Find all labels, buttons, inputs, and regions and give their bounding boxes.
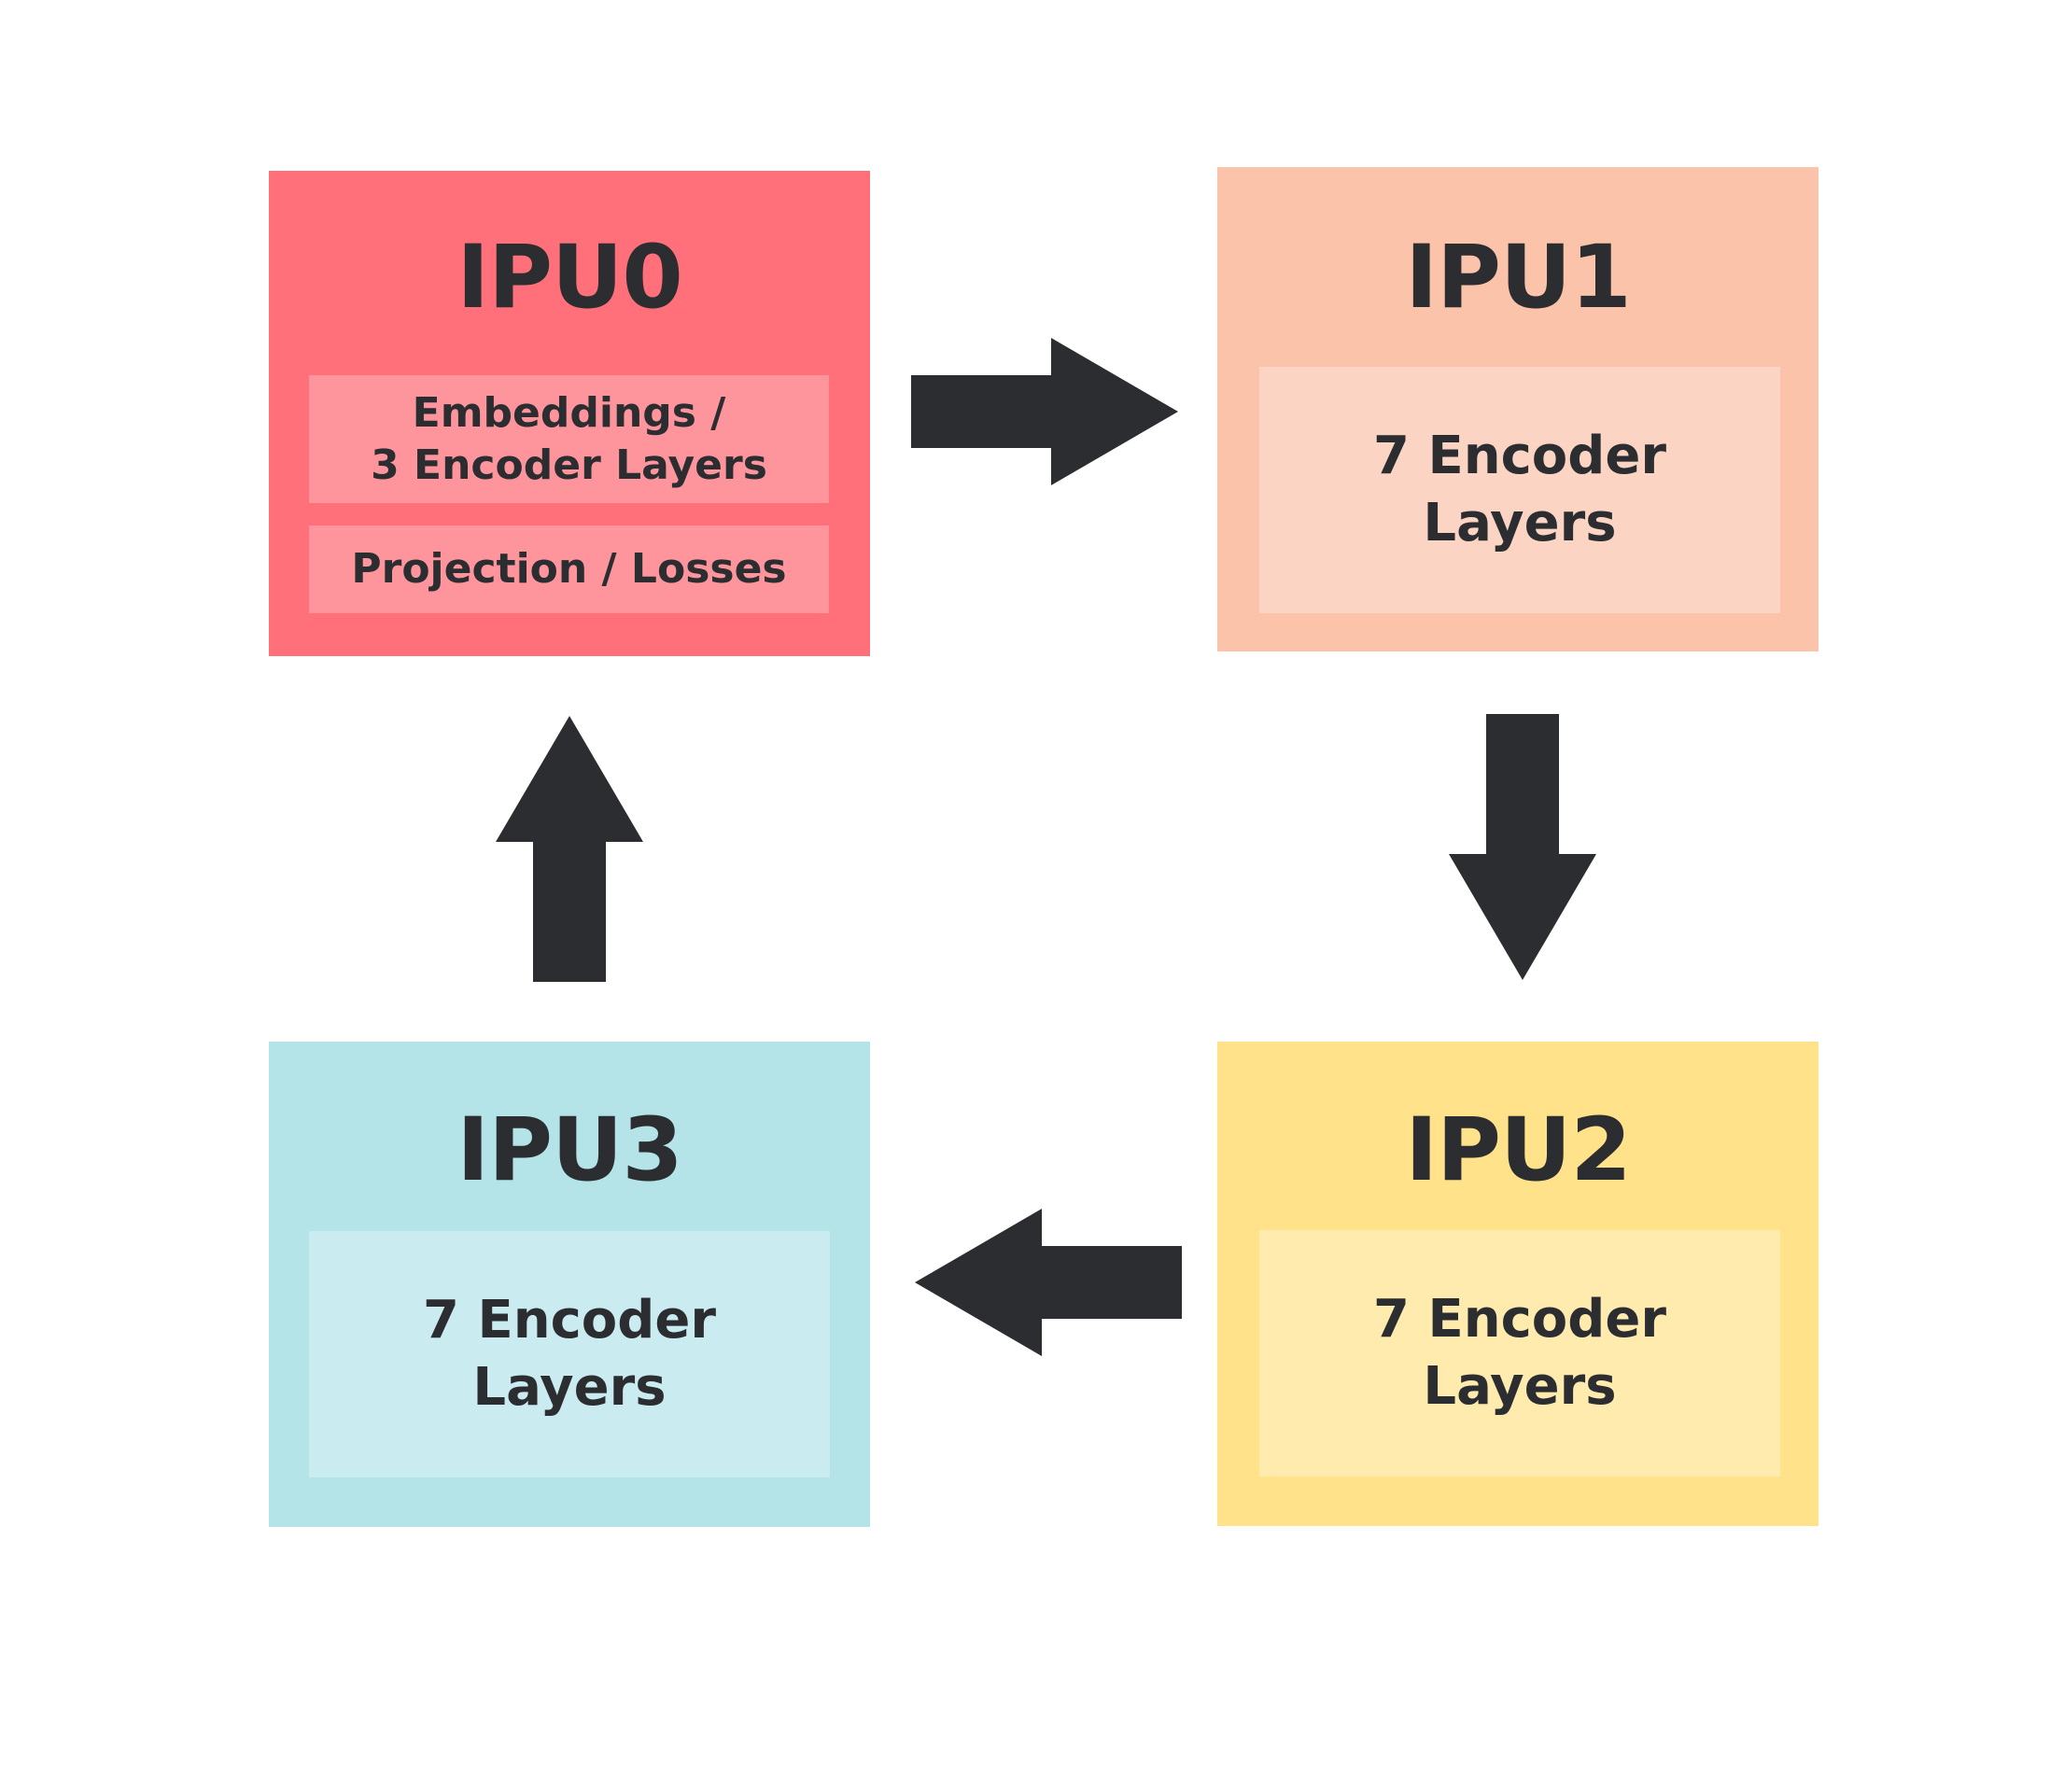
ipu0-title: IPU0 — [456, 227, 683, 329]
arrow-down-icon — [1449, 714, 1596, 980]
ipu2-title: IPU2 — [1405, 1099, 1632, 1201]
ipu2-box: IPU2 7 Encoder Layers — [1217, 1042, 1818, 1526]
ipu0-embeddings-panel: Embeddings / 3 Encoder Layers — [309, 375, 829, 503]
ipu1-layers-label: 7 Encoder Layers — [1373, 426, 1666, 553]
ipu0-projection-label: Projection / Losses — [351, 545, 787, 593]
ipu0-projection-panel: Projection / Losses — [309, 525, 829, 613]
arrow-up-icon — [496, 716, 643, 982]
ipu3-layers-label: 7 Encoder Layers — [423, 1290, 716, 1418]
ipu0-box: IPU0 Embeddings / 3 Encoder Layers Proje… — [269, 171, 870, 656]
ipu1-box: IPU1 7 Encoder Layers — [1217, 167, 1818, 651]
ipu3-box: IPU3 7 Encoder Layers — [269, 1042, 870, 1527]
ipu1-layers-panel: 7 Encoder Layers — [1259, 367, 1780, 613]
ipu1-title: IPU1 — [1405, 227, 1632, 329]
ipu3-title: IPU3 — [456, 1099, 683, 1201]
arrow-right-icon — [911, 338, 1178, 485]
ipu2-layers-label: 7 Encoder Layers — [1373, 1289, 1666, 1417]
ipu2-layers-panel: 7 Encoder Layers — [1259, 1230, 1780, 1477]
ipu3-layers-panel: 7 Encoder Layers — [309, 1231, 830, 1477]
arrow-left-icon — [915, 1209, 1182, 1356]
ipu0-embeddings-label: Embeddings / 3 Encoder Layers — [371, 388, 767, 489]
